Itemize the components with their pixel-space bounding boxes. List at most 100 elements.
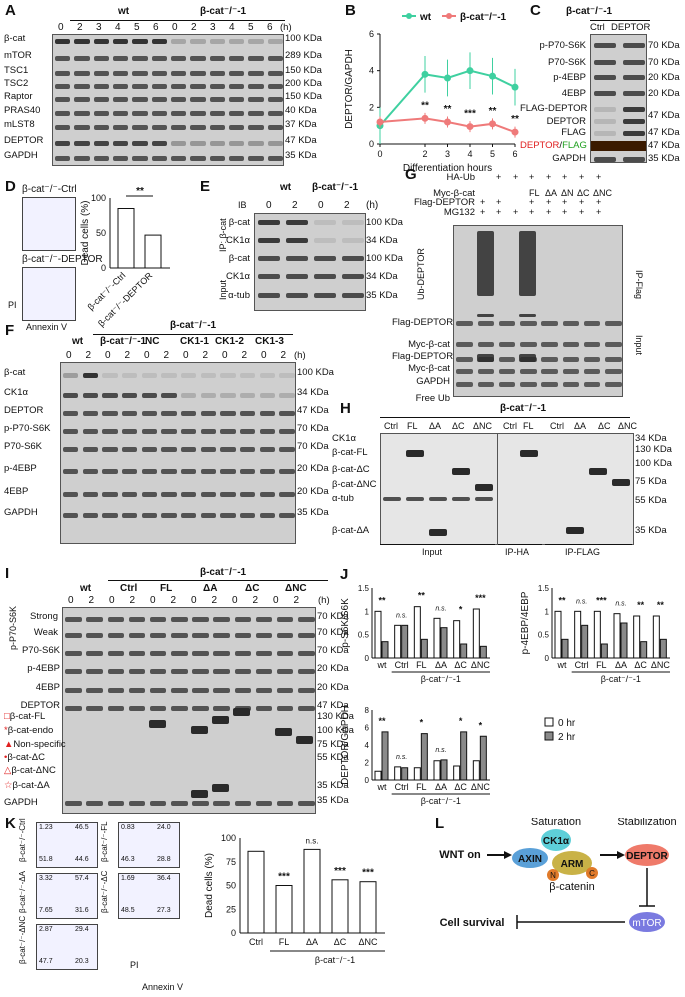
g-cond-label: Flag-DEPTOR [413,197,475,208]
i-row-label: p-4EBP [27,663,60,674]
a-size-label: 47 KDa [285,135,317,146]
f-time: 2 [163,350,170,361]
blot-band [128,633,146,638]
k-quadrant-value: 24.0 [157,824,171,831]
a-timepoint: 5 [134,22,140,33]
blot-band [220,469,236,474]
i-legend-symbol: • [4,752,8,763]
i-legend-symbol: △ [4,765,12,776]
blot-band [298,706,315,711]
i-legend-symbol: ☆ [4,780,13,791]
blot-band [74,84,90,89]
h-row-label: α-tub [332,493,354,504]
j1-bar [413,606,421,659]
j3-cat-label: ΔNC [471,782,491,792]
blot-band [248,156,264,161]
l-saturation-label: Saturation [531,818,581,828]
blot-band [209,125,225,130]
f-size-label: 20 KDa [297,463,329,474]
c-size-label: 47 KDa [648,110,680,121]
blot-band [181,492,197,497]
blot-band [622,91,645,96]
blot-band [267,39,283,44]
i-group-label: ΔC [245,583,260,594]
j3-ytick-label: 4 [365,741,370,750]
blot-band [65,617,82,622]
g-plus-mark: + [529,197,535,207]
g-plus-mark: + [480,207,486,217]
j3-bar [460,731,468,781]
blot-band [213,688,230,693]
f-group-label: CK1-2 [215,336,244,347]
blot-band [259,513,276,518]
a-timepoint: 0 [58,22,64,33]
h-lane-label: ΔNC [473,421,493,431]
e-blot [254,213,366,311]
blot-band [107,617,125,622]
l-stabilization-label: Stabilization [617,818,676,828]
k-ytick-label: 100 [221,833,236,843]
i-construct-band [275,728,292,736]
h-size-label: 75 KDa [635,476,667,487]
blot-band [113,84,129,89]
blot-band [93,71,109,76]
blot-band [622,43,645,48]
blot-band [122,513,138,518]
f-time: 0 [222,350,228,361]
blot-band [128,801,146,806]
b-xlabel: Differentiation hours [403,163,492,174]
c-merge-strip [591,141,646,151]
g-plus-mark: + [562,207,568,217]
i-group-label: FL [160,583,173,594]
blot-band [128,669,146,674]
a-row-label: β-cat [4,33,26,44]
blot-band [220,513,236,518]
k-ytick-label: 75 [226,857,236,867]
blot-band [113,156,129,161]
h-band [566,527,585,534]
blot-band [258,293,280,298]
b-xtick-label: 4 [467,149,472,159]
blot-band [161,393,177,398]
b-point [466,123,474,131]
a-group-wt: wt [118,6,130,17]
f-header: β-cat⁻/⁻-1 [170,320,217,331]
blot-band [192,651,209,656]
c-row-label: P70-S6K [547,57,586,68]
j-legend-2hr: 2 hr [558,732,576,743]
blot-band [55,141,71,146]
j1-bar [472,608,480,659]
g-row-label: Myc-β-cat [408,363,450,374]
panel-label-a: A [5,2,16,19]
blot-band [209,56,225,61]
j2-sig: ** [657,600,665,610]
g-row-label: GAPDH [416,376,450,387]
j2-bar [593,610,601,659]
i-legend-text: Non-specific [13,739,66,750]
i-construct-band [212,716,229,724]
c-size-label: 70 KDa [648,57,680,68]
a-timepoint: 4 [115,22,121,33]
blot-band [128,617,146,622]
blot-band [190,56,206,61]
blot-band [113,39,129,44]
f-time: 0 [261,350,267,361]
blot-band [200,469,217,474]
blot-band [192,617,209,622]
a-blot [52,34,284,166]
k-pi-label: PI [130,960,139,970]
l-arm-label: ARM [561,859,584,870]
k-quadrant-value: 44.6 [75,856,89,863]
j3-bar [374,770,382,781]
blot-band [562,382,580,387]
a-size-label: 150 KDa [285,65,322,76]
blot-band [192,688,209,693]
blot-band [171,801,188,806]
f-size-label: 100 KDa [297,367,334,378]
blot-band [141,447,158,452]
h-size-label: 35 KDa [635,525,667,536]
a-group-ko: β-cat⁻/⁻-1 [200,6,247,17]
d-ytick-label: 50 [96,228,106,238]
g-input-label: Input [634,335,644,356]
